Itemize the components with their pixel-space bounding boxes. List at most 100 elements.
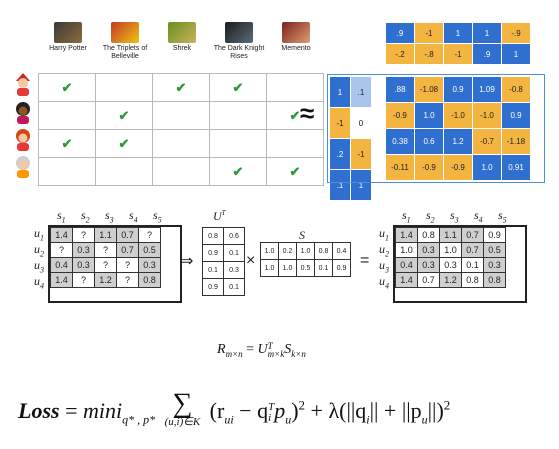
matrix-cell: 1.2: [443, 128, 473, 155]
matrix-cell: .9: [385, 22, 415, 44]
rating-row: ✔✔: [38, 157, 324, 186]
column-label: s2: [81, 208, 90, 225]
movie-title: The Triplets of Belleville: [102, 45, 148, 60]
matrix-cell: -1: [350, 138, 372, 170]
user-avatar-4: [16, 156, 30, 178]
matrix-cell: 0.4: [395, 257, 418, 273]
matrix-cell: ?: [72, 272, 95, 288]
matrix-cell: -.9: [501, 22, 531, 44]
user-avatar-1: [16, 73, 30, 96]
rating-cell: [95, 157, 153, 186]
matrix-cell: 1.0: [260, 259, 279, 277]
matrix-cell: 1.0: [472, 154, 502, 181]
matrix-cell: 1.4: [395, 227, 418, 243]
matrix-cell: 0.9: [202, 244, 224, 262]
rating-cell: ✔: [38, 73, 96, 102]
movie-4: The Dark Knight Rises: [210, 22, 268, 61]
column-label: s4: [474, 208, 483, 225]
rating-cell: [266, 129, 324, 158]
matrix-cell: -1.0: [472, 102, 502, 129]
matrix-cell: .88: [385, 76, 415, 103]
rating-cell: ✔: [38, 129, 96, 158]
user-avatar-3: [16, 129, 30, 151]
movie-title: Memento: [281, 45, 311, 52]
matrix-cell: -1.18: [501, 128, 531, 155]
movie-2: The Triplets of Belleville: [96, 22, 154, 61]
matrix-cell: 1: [350, 169, 372, 201]
matrix-cell: -1: [443, 43, 473, 65]
column-label: s5: [153, 208, 162, 225]
matrix-cell: .9: [472, 43, 502, 65]
matrix-cell: .1: [329, 169, 351, 201]
matrix-cell: 0.3: [417, 242, 440, 258]
matrix-cell: 0.1: [223, 278, 245, 296]
rating-cell: [152, 129, 210, 158]
matrix-cell: 0.1: [223, 244, 245, 262]
matrix-cell: 0.3: [483, 257, 506, 273]
matrix-cell: -.8: [414, 43, 444, 65]
column-label: s5: [498, 208, 507, 225]
movie-title: The Dark Knight Rises: [213, 45, 265, 60]
equals-symbol: =: [360, 252, 370, 269]
matrix-cell: 0.6: [223, 227, 245, 245]
check-icon: ✔: [289, 107, 301, 123]
matrix-cell: 0.38: [385, 128, 415, 155]
movie-1: Harry Potter: [39, 22, 97, 53]
check-icon: ✔: [289, 163, 301, 179]
movie-poster: [282, 22, 310, 43]
approx-symbol: ≈: [300, 98, 315, 128]
matrix-cell: 0.7: [116, 227, 139, 243]
rating-cell: [152, 157, 210, 186]
matrix-cell: 1.0: [260, 242, 279, 260]
rating-cell: ✔: [266, 157, 324, 186]
rating-row: ✔✔: [38, 129, 324, 158]
check-icon: ✔: [232, 163, 244, 179]
check-icon: ✔: [175, 79, 187, 95]
matrix-cell: 0.7: [417, 272, 440, 288]
row-label: u4: [379, 274, 389, 291]
matrix-cell: -1.08: [414, 76, 444, 103]
matrix-cell: 1.2: [439, 272, 462, 288]
s-label: S: [299, 228, 305, 242]
matrix-cell: -0.9: [414, 154, 444, 181]
matrix-cell: 1: [472, 22, 502, 44]
column-label: s4: [129, 208, 138, 225]
matrix-cell: 1.4: [395, 272, 418, 288]
ut-label: UT: [213, 209, 226, 223]
matrix-cell: ?: [116, 272, 139, 288]
rating-cell: ✔: [266, 101, 324, 130]
matrix-cell: -0.7: [472, 128, 502, 155]
column-label: s2: [426, 208, 435, 225]
matrix-frame: [327, 74, 545, 183]
matrix-cell: 0.3: [223, 261, 245, 279]
rating-cell: [266, 73, 324, 102]
matrix-cell: 1: [443, 22, 473, 44]
rating-cell: ✔: [152, 73, 210, 102]
row-label: u3: [379, 258, 389, 275]
matrix-cell: 0.9: [202, 278, 224, 296]
row-label: u2: [34, 242, 44, 259]
matrix-cell: 0.1: [314, 259, 333, 277]
matrix-cell: 1.4: [50, 272, 73, 288]
matrix-cell: 0.91: [501, 154, 531, 181]
matrix-cell: 0.8: [202, 227, 224, 245]
rating-cell: [209, 129, 267, 158]
rating-row: ✔✔: [38, 101, 324, 130]
times-symbol: ×: [246, 252, 256, 269]
check-icon: ✔: [232, 79, 244, 95]
rating-cell: [95, 73, 153, 102]
matrix-cell: 0.4: [332, 242, 351, 260]
movie-title: Harry Potter: [49, 45, 87, 52]
matrix-cell: -1: [329, 107, 351, 139]
completed-matrix-border: [393, 225, 527, 303]
matrix-cell: -.2: [385, 43, 415, 65]
rating-cell: [38, 157, 96, 186]
matrix-cell: -0.9: [443, 154, 473, 181]
movie-title: Shrek: [172, 45, 192, 52]
